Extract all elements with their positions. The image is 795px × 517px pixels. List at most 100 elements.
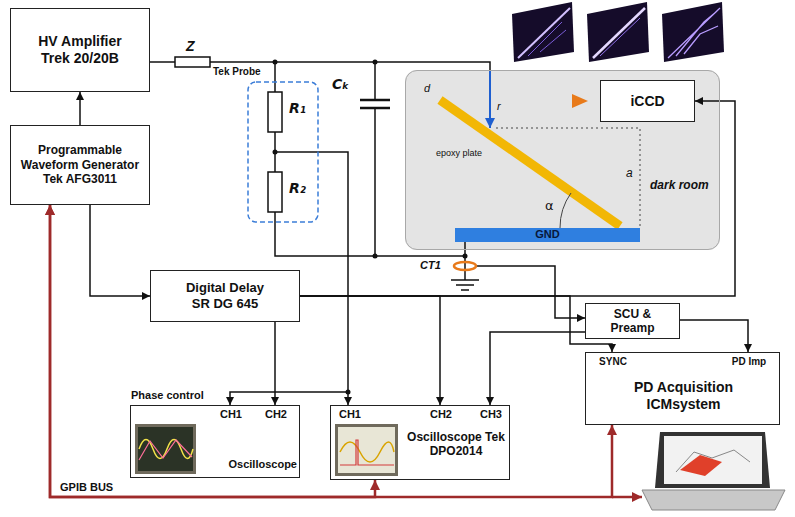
node-text: SCU & Preamp bbox=[598, 307, 667, 336]
signal-line bbox=[300, 101, 735, 296]
junction-dot bbox=[346, 390, 351, 395]
junction-dot bbox=[273, 150, 278, 155]
capacitor-label: Cₖ bbox=[332, 76, 349, 93]
acquisition-box: SYNC PD Imp PD Acquisition ICMsystem bbox=[585, 352, 780, 425]
discharge-photos bbox=[512, 2, 724, 62]
discharge-streak bbox=[668, 8, 720, 58]
preamp-box: SCU & Preamp bbox=[585, 303, 680, 339]
probe-label: Tek Probe bbox=[213, 66, 261, 78]
probe-bracket bbox=[248, 82, 318, 222]
resistor-symbol bbox=[175, 57, 210, 67]
wire bbox=[150, 61, 175, 63]
needle-electrode bbox=[489, 70, 491, 128]
trace bbox=[139, 440, 192, 460]
screen-display bbox=[138, 427, 193, 471]
laptop-base bbox=[642, 490, 785, 510]
node-text: CH2 bbox=[261, 408, 291, 421]
node-text: Oscilloscope Tek DPO2014 bbox=[405, 430, 507, 459]
delay-box: Digital Delay SR DG 645 bbox=[150, 270, 300, 322]
node-text: Oscilloscope bbox=[203, 458, 297, 471]
gpib-bus bbox=[50, 205, 375, 497]
wire bbox=[275, 62, 465, 256]
signal-line bbox=[274, 322, 276, 405]
oscilloscope-box: Phase controlCH1CH2Oscilloscope bbox=[130, 405, 300, 478]
node-text: CH1 bbox=[335, 408, 365, 421]
node-text: SYNC bbox=[588, 356, 638, 368]
junction-dot bbox=[463, 254, 468, 259]
junction-dot bbox=[373, 60, 378, 65]
ground-symbol bbox=[451, 280, 479, 290]
screen-frame bbox=[135, 424, 196, 474]
ground-electrode: GND bbox=[455, 228, 640, 242]
screen-display bbox=[338, 427, 395, 473]
scope-screen bbox=[335, 424, 398, 476]
node-text: PD Imp bbox=[719, 356, 779, 368]
camera-box: iCCD bbox=[600, 80, 695, 122]
photo-frame bbox=[512, 2, 574, 62]
epoxy-plate bbox=[440, 100, 620, 226]
wire bbox=[476, 266, 585, 318]
trace bbox=[340, 440, 394, 465]
discharge-streak bbox=[528, 22, 566, 56]
signal-line bbox=[90, 205, 150, 296]
node-text: Phase control bbox=[131, 389, 241, 402]
node-text: dark room bbox=[650, 178, 718, 192]
scope-screen bbox=[135, 424, 196, 474]
sensor-label: CT1 bbox=[420, 259, 441, 272]
angle-arc bbox=[560, 193, 571, 228]
laptop-display bbox=[664, 436, 762, 484]
pd-pattern bbox=[680, 455, 722, 476]
discharge-streak bbox=[600, 18, 640, 56]
oscilloscope-box: CH1 CH2 CH3Oscilloscope Tek DPO2014 bbox=[330, 405, 510, 480]
laptop-screen bbox=[655, 432, 770, 488]
dark-room-ground bbox=[405, 70, 720, 250]
node-text: CH3 bbox=[476, 408, 506, 421]
amplifier-box: HV Amplifier Trek 20/20B bbox=[10, 8, 150, 92]
camera-lens bbox=[572, 94, 588, 108]
photo-frame bbox=[587, 2, 649, 62]
signal-line bbox=[490, 332, 585, 405]
resistor-symbol bbox=[268, 92, 282, 132]
bus-label: GPIB BUS bbox=[60, 481, 113, 494]
wire bbox=[230, 392, 348, 405]
part-label: epoxy plate bbox=[436, 148, 482, 159]
resistor-label: R₂ bbox=[289, 180, 306, 197]
resistor-symbol bbox=[268, 172, 282, 212]
resistor-label: R₁ bbox=[289, 100, 306, 117]
node-text: GND bbox=[535, 228, 559, 241]
dark-room: dark room iCCD GND bbox=[405, 70, 720, 250]
node-text: PD Acquisition ICMsystem bbox=[606, 379, 761, 413]
screen-frame bbox=[335, 424, 398, 476]
dimension-label: a bbox=[626, 166, 633, 180]
laptop-icon bbox=[642, 432, 785, 510]
node-text: Digital Delay SR DG 645 bbox=[176, 280, 274, 311]
signal-line bbox=[79, 92, 81, 125]
impedance-label: Z bbox=[186, 38, 195, 55]
signal-line bbox=[300, 296, 612, 352]
signal-line bbox=[680, 320, 748, 352]
capacitor-symbol bbox=[360, 100, 390, 108]
discharge-streak bbox=[593, 8, 645, 58]
gpib-bus bbox=[612, 496, 642, 499]
node-text: CH2 bbox=[426, 408, 456, 421]
junction-dot bbox=[373, 254, 378, 259]
junction-dots bbox=[273, 60, 468, 395]
node-text: iCCD bbox=[630, 93, 664, 110]
node-text: Programmable Waveform Generator Tek AFG3… bbox=[19, 143, 141, 186]
gpib-bus bbox=[50, 205, 612, 497]
dimension-line bbox=[496, 128, 640, 228]
dimension-label: r bbox=[497, 100, 501, 113]
connectors bbox=[50, 92, 748, 497]
junction-dot bbox=[273, 60, 278, 65]
photo-frame bbox=[662, 2, 724, 62]
trace bbox=[340, 442, 394, 462]
discharge-streak bbox=[518, 8, 570, 58]
node-text: CH1 bbox=[216, 408, 246, 421]
node-text: HV Amplifier Trek 20/20B bbox=[29, 33, 131, 67]
signal-line bbox=[300, 296, 440, 405]
dimension-label: d bbox=[424, 82, 430, 95]
generator-box: Programmable Waveform Generator Tek AFG3… bbox=[10, 125, 150, 205]
angle-label: α bbox=[545, 198, 554, 214]
current-transformer bbox=[454, 262, 476, 270]
